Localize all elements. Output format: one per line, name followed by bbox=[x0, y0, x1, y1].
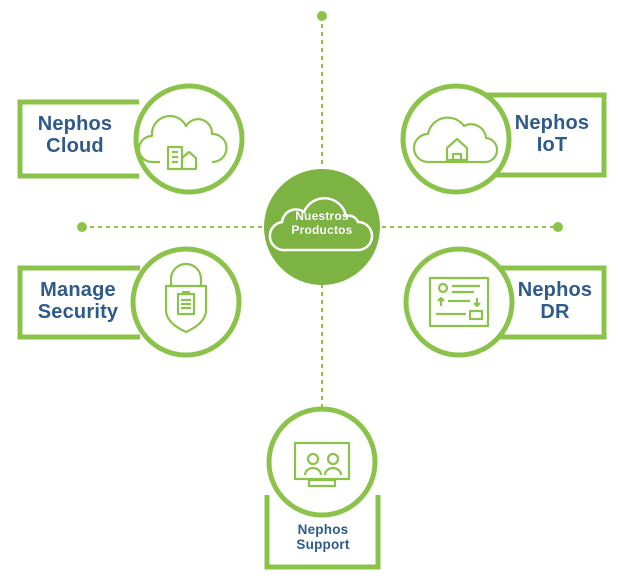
label-nephos-iot-line2: IoT bbox=[536, 134, 568, 157]
frame-support bbox=[264, 495, 381, 570]
label-nephos-cloud-line2: Cloud bbox=[46, 135, 104, 158]
frame-security bbox=[17, 265, 140, 340]
center-label: Nuestros Productos bbox=[282, 209, 362, 238]
label-nephos-cloud: Nephos Cloud bbox=[30, 113, 120, 158]
screen-people-icon bbox=[293, 441, 351, 488]
label-nephos-cloud-line1: Nephos bbox=[37, 113, 113, 135]
center-label-line1: Nuestros bbox=[295, 209, 349, 223]
cloud-buildings-icon bbox=[137, 114, 228, 171]
cloud-house-icon bbox=[412, 116, 499, 164]
document-transfer-icon bbox=[428, 276, 490, 328]
frame-dr bbox=[490, 265, 607, 340]
circle-cloud bbox=[133, 83, 245, 195]
label-nephos-support-line1: Nephos bbox=[297, 522, 349, 537]
label-nephos-dr-line1: Nephos bbox=[517, 279, 593, 301]
connector-end-dot-left bbox=[77, 222, 87, 232]
label-manage-security-line2: Security bbox=[37, 301, 119, 324]
frame-iot bbox=[484, 92, 607, 178]
label-nephos-iot-line1: Nephos bbox=[514, 112, 590, 134]
label-nephos-support-line2: Support bbox=[296, 537, 350, 553]
connector-end-dot-right bbox=[553, 222, 563, 232]
label-nephos-dr: Nephos DR bbox=[515, 279, 595, 324]
label-manage-security: Manage Security bbox=[28, 279, 128, 324]
label-manage-security-line1: Manage bbox=[40, 279, 116, 301]
center-circle bbox=[264, 169, 380, 285]
frame-cloud bbox=[17, 99, 139, 179]
label-nephos-support: Nephos Support bbox=[282, 522, 364, 552]
label-nephos-iot: Nephos IoT bbox=[512, 112, 592, 157]
center-cloud-icon bbox=[268, 196, 374, 252]
label-frames bbox=[17, 92, 607, 570]
label-nephos-dr-line2: DR bbox=[540, 301, 570, 324]
connector-end-dot-top bbox=[317, 11, 327, 21]
connector-lines bbox=[82, 16, 558, 410]
shield-lock-icon bbox=[164, 262, 208, 334]
center-label-line2: Productos bbox=[291, 222, 353, 237]
